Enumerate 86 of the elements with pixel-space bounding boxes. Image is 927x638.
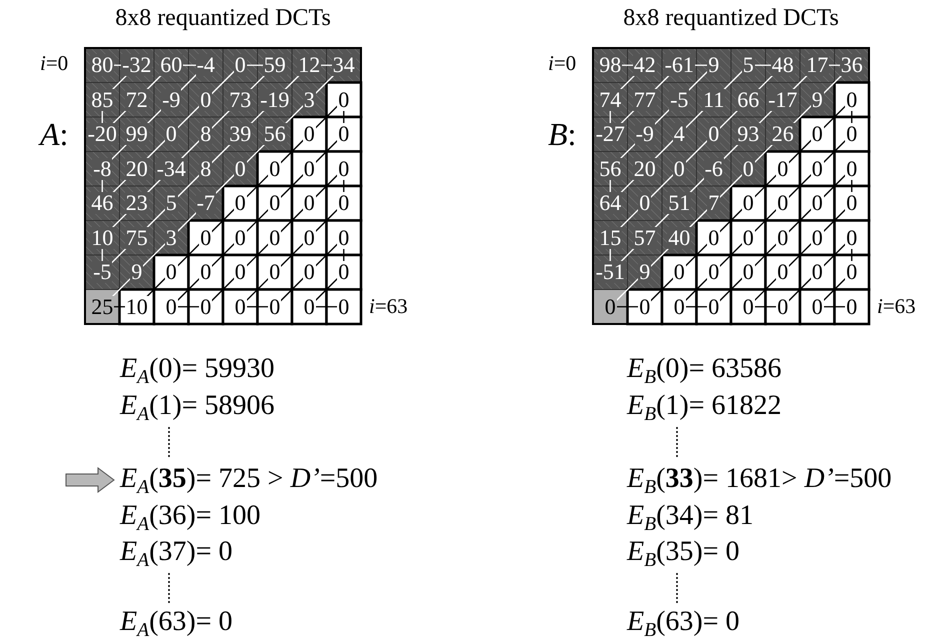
index-label: i=63 bbox=[877, 296, 916, 317]
coefficient-value: 20 bbox=[124, 158, 149, 180]
coefficient-value: 10 bbox=[90, 226, 114, 248]
coefficient-value: 20 bbox=[632, 158, 657, 180]
coefficient-value: 64 bbox=[598, 192, 622, 214]
energy-equation: E$_{A}$(63)= 0 bbox=[120, 608, 233, 638]
coefficient-value: 75 bbox=[124, 226, 149, 248]
coefficient-value: 25 bbox=[90, 296, 114, 318]
coefficient-value: -20 bbox=[86, 123, 118, 145]
coefficient-value: 9 bbox=[707, 54, 720, 76]
coefficient-value: 8 bbox=[199, 158, 212, 180]
energy-equation: E$_{B}$(1)= 61822 bbox=[627, 392, 782, 424]
coefficient-value: 40 bbox=[667, 226, 692, 248]
energy-equation: E$_{B}$(0)= 63586 bbox=[627, 355, 782, 388]
coefficient-value: -6 bbox=[704, 158, 724, 180]
index-label: i=0 bbox=[548, 53, 576, 74]
coefficient-value: 56 bbox=[598, 158, 622, 180]
energy-equation: E$_{A}$(37)= 0 bbox=[120, 538, 233, 570]
energy-equation: E$_{A}$(1)= 58906 bbox=[120, 392, 275, 424]
coefficient-value: 34 bbox=[332, 54, 356, 76]
coefficient-value: -61 bbox=[664, 54, 695, 76]
coefficient-value: 85 bbox=[90, 88, 114, 110]
coefficient-value: -7 bbox=[196, 192, 216, 214]
coefficient-value: 60 bbox=[159, 54, 184, 76]
coefficient-value: 5 bbox=[164, 192, 178, 214]
coefficient-value: 51 bbox=[667, 192, 692, 214]
coefficient-value: 42 bbox=[632, 54, 657, 76]
grid-title: 8x8 requantized DCTs bbox=[114, 6, 332, 30]
coefficient-value: -32 bbox=[121, 54, 152, 76]
coefficient-value: 99 bbox=[124, 123, 149, 145]
coefficient-value: 9 bbox=[130, 261, 144, 283]
coefficient-value: 5 bbox=[742, 54, 755, 76]
coefficient-value: -9 bbox=[161, 88, 182, 110]
energy-equation: E$_{B}$(63)= 0 bbox=[627, 608, 740, 638]
coefficient-value: -5 bbox=[92, 261, 112, 283]
coefficient-value: 0 bbox=[199, 88, 212, 110]
index-label: i=63 bbox=[369, 296, 408, 317]
coefficient-value: 26 bbox=[770, 123, 795, 145]
coefficient-value: -27 bbox=[594, 123, 626, 145]
energy-equation: E$_{A}$(0)= 59930 bbox=[120, 355, 275, 388]
grid-title: 8x8 requantized DCTs bbox=[622, 6, 840, 30]
coefficient-value: -17 bbox=[767, 88, 798, 110]
coefficient-value: 39 bbox=[228, 123, 252, 145]
index-label: i=0 bbox=[40, 53, 68, 74]
coefficient-value: 73 bbox=[228, 88, 252, 110]
coefficient-value: 0 bbox=[638, 192, 652, 214]
energy-equation: E$_{B}$(33)= 1681> D’=500 bbox=[627, 465, 892, 498]
energy-equation: E$_{A}$(36)= 100 bbox=[120, 502, 261, 534]
coefficient-value: 57 bbox=[632, 226, 657, 248]
coefficient-value: 0 bbox=[234, 54, 247, 76]
coefficient-value: 7 bbox=[707, 192, 720, 214]
coefficient-value: 59 bbox=[262, 54, 287, 76]
coefficient-value: 74 bbox=[598, 88, 622, 110]
coefficient-value: 0 bbox=[164, 123, 178, 145]
coefficient-value: 15 bbox=[598, 226, 622, 248]
coefficient-value: 56 bbox=[262, 123, 287, 145]
coefficient-value: 0 bbox=[707, 123, 720, 145]
coefficient-value: 9 bbox=[638, 261, 652, 283]
coefficient-value: 77 bbox=[632, 88, 657, 110]
energy-equation: E$_{B}$(35)= 0 bbox=[627, 538, 740, 570]
energy-equation: E$_{B}$(34)= 81 bbox=[627, 502, 754, 534]
coefficient-value: 98 bbox=[598, 54, 622, 76]
coefficient-value: 17 bbox=[805, 54, 830, 76]
coefficient-value: 48 bbox=[770, 54, 795, 76]
coefficient-value: -4 bbox=[196, 54, 216, 76]
coefficient-value: 72 bbox=[124, 88, 149, 110]
coefficient-value: 10 bbox=[124, 296, 149, 318]
coefficient-value: 46 bbox=[90, 192, 114, 214]
coefficient-value: 93 bbox=[736, 123, 760, 145]
coefficient-value: -5 bbox=[669, 88, 690, 110]
coefficient-value: 80 bbox=[90, 54, 114, 76]
coefficient-value: -51 bbox=[594, 261, 626, 283]
coefficient-value: -9 bbox=[634, 123, 655, 145]
coefficient-value: 11 bbox=[702, 88, 726, 110]
matrix-label: B: bbox=[548, 118, 576, 150]
energy-equation: E$_{A}$(35)= 725 > D’=500 bbox=[120, 465, 378, 498]
coefficient-value: 4 bbox=[672, 123, 686, 145]
coefficient-value: 12 bbox=[297, 54, 322, 76]
coefficient-value: 8 bbox=[199, 123, 212, 145]
coefficient-value: -8 bbox=[92, 158, 112, 180]
coefficient-value: 23 bbox=[124, 192, 149, 214]
coefficient-value: -34 bbox=[156, 158, 187, 180]
coefficient-value: -19 bbox=[259, 88, 290, 110]
coefficient-value: 36 bbox=[840, 54, 864, 76]
matrix-label: A: bbox=[40, 118, 68, 150]
coefficient-value: 66 bbox=[736, 88, 760, 110]
